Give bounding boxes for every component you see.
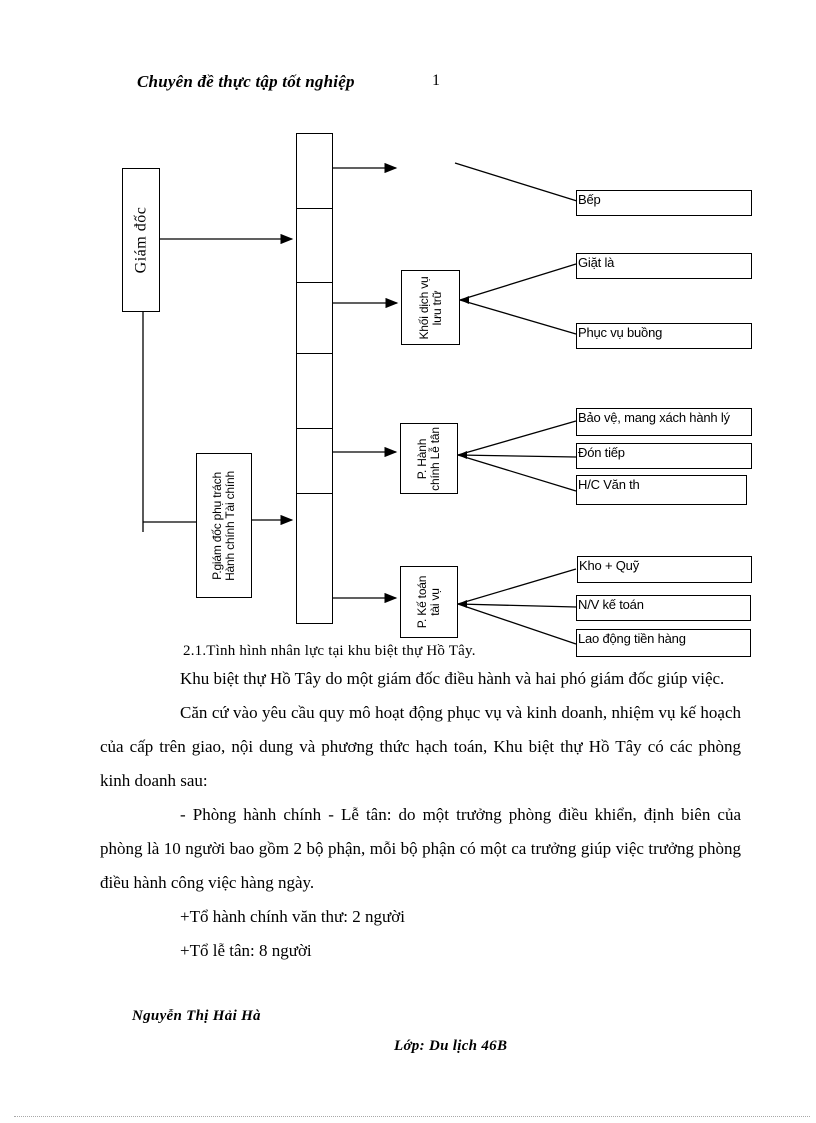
line-ketoan-to-nvketoan (457, 603, 577, 608)
node-lao-dong: Lao động tiền hàng (576, 629, 751, 657)
footer-class: Lớp: Du lịch 46B (394, 1038, 508, 1054)
node-giat-la: Giặt là (576, 253, 752, 279)
line-ketoan-to-laodong (457, 603, 577, 645)
node-khoi-dich-vu: Khối dịch vụ lưu trữ (401, 270, 460, 345)
junction-arrowheads (458, 296, 469, 608)
arrowhead-hanhchinh (458, 451, 467, 459)
node-ke-toan-label: P. Kế toán tài vụ (415, 576, 442, 629)
node-ke-toan-line2: tài vụ (428, 588, 442, 616)
node-pho-giam-doc: P.giám đốc phụ trách Hành chính Tài chín… (196, 453, 252, 598)
node-nv-ke-toan: N/V kế toán (576, 595, 751, 621)
node-pho-giam-doc-label: P.giám đốc phụ trách Hành chính Tài chín… (210, 470, 237, 581)
node-khoi-dich-vu-line1: Khối dịch vụ (416, 276, 431, 339)
org-chart-connectors (142, 162, 578, 645)
node-kho-quy: Kho + Quỹ (577, 556, 752, 583)
line-khoi-to-phucvubuong (459, 299, 577, 335)
spine-divider (297, 208, 332, 209)
paragraph: Căn cứ vào yêu cầu quy mô hoạt động phục… (100, 703, 741, 790)
page-number: 1 (432, 72, 440, 89)
arrowhead-khoi (460, 296, 469, 304)
line-ketoan-to-khoquy (457, 568, 577, 605)
line-hanhchinh-to-hcvanthu (457, 454, 577, 492)
body-text: Khu biệt thự Hồ Tây do một giám đốc điều… (100, 662, 741, 968)
node-giam-doc: Giám đốc (122, 168, 160, 312)
page-header-title: Chuyên đề thực tập tốt nghiệp (137, 72, 355, 91)
node-hanh-chinh-line2: chính Lễ tân (428, 426, 442, 491)
paragraph: +Tổ lễ tân: 8 người (180, 941, 312, 960)
node-hanh-chinh-le-tan: P. Hành chính Lễ tân (400, 423, 458, 494)
node-khoi-dich-vu-label: Khối dịch vụ lưu trữ (416, 276, 444, 339)
arrowhead-ketoan (458, 600, 467, 608)
figure-caption: 2.1.Tình hình nhân lực tại khu biệt thự … (183, 643, 476, 659)
spine-divider (297, 493, 332, 494)
connector-lines (142, 162, 578, 645)
spine-divider (297, 282, 332, 283)
node-pho-giam-doc-line2: Hành chính Tài chính (223, 470, 237, 581)
node-don-tiep: Đón tiếp (576, 443, 752, 469)
node-hanh-chinh-label: P. Hành chính Lễ tân (415, 426, 442, 491)
line-khoi-to-giatla (459, 263, 577, 301)
node-phuc-vu-buong: Phục vụ buồng (576, 323, 752, 349)
line-hanhchinh-to-baove (457, 420, 577, 456)
node-ke-toan-tai-vu: P. Kế toán tài vụ (400, 566, 458, 638)
spine-divider (297, 353, 332, 354)
line-diagonal-to-bep (454, 162, 578, 202)
paragraph: Khu biệt thự Hồ Tây do một giám đốc điều… (180, 669, 725, 688)
node-giam-doc-label: Giám đốc (132, 206, 150, 274)
org-chart-spine (296, 133, 333, 624)
paragraph: +Tổ hành chính văn thư: 2 người (180, 907, 405, 926)
spine-divider (297, 428, 332, 429)
line-hanhchinh-to-dontiep (457, 454, 577, 458)
node-khoi-dich-vu-line2: lưu trữ (429, 290, 444, 325)
bottom-dotted-divider (14, 1116, 810, 1117)
node-hc-van-thu: H/C Văn th (576, 475, 747, 505)
footer-author: Nguyễn Thị Hải Hà (132, 1008, 261, 1024)
paragraph: - Phòng hành chính - Lễ tân: do một trưở… (100, 805, 741, 892)
node-bao-ve: Bảo vệ, mang xách hành lý (576, 408, 752, 436)
node-bep: Bếp (576, 190, 752, 216)
